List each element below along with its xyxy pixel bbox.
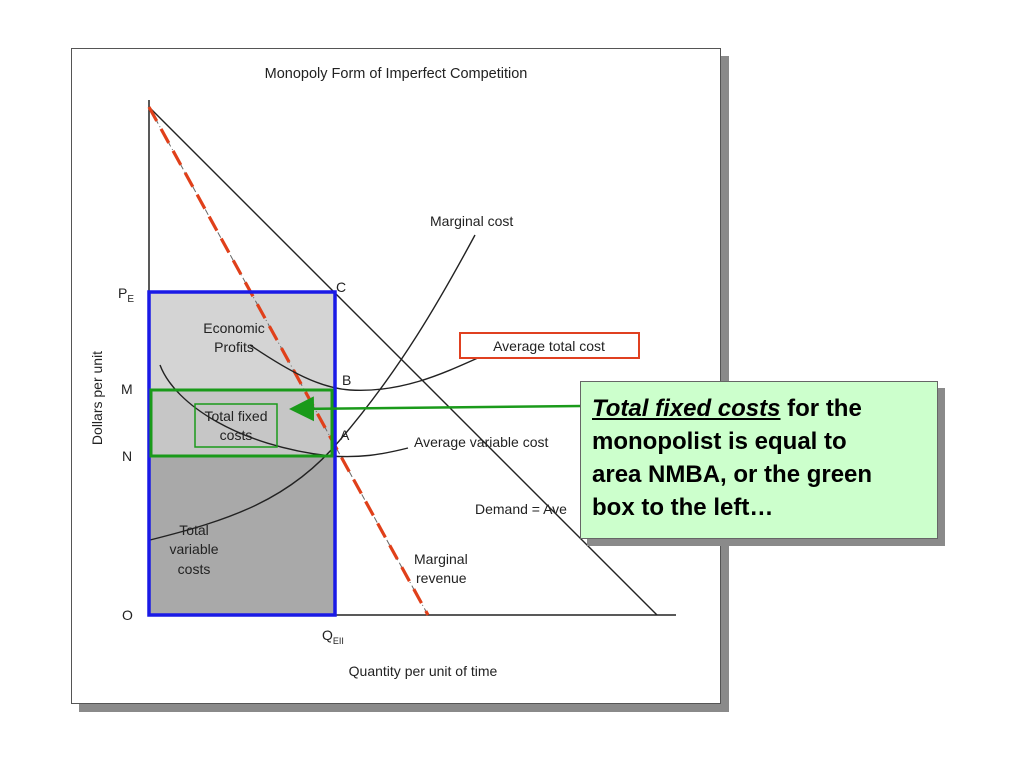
average-total-cost-label-box xyxy=(459,332,640,359)
economic-profits-area xyxy=(149,292,335,390)
figure-title: Monopoly Form of Imperfect Competition xyxy=(265,66,528,82)
average-total-cost-curve xyxy=(249,344,481,392)
average-variable-cost-label: Average variable cost xyxy=(414,434,548,450)
marginal-revenue-curve xyxy=(147,106,430,616)
marginal-cost-label: Marginal cost xyxy=(430,213,513,229)
point-b: B xyxy=(342,372,351,388)
callout-line-2: monopolist is equal to xyxy=(592,428,847,455)
total-variable-costs-label-2: variable xyxy=(169,541,218,557)
x-axis-label: Quantity per unit of time xyxy=(349,663,498,679)
x-tick-qe: QEII xyxy=(322,627,344,646)
demand-curve xyxy=(148,106,658,616)
total-fixed-costs-box xyxy=(149,388,334,458)
economic-profits-label-2: Profits xyxy=(214,339,254,355)
callout-arrow xyxy=(289,396,583,422)
point-c: C xyxy=(336,279,346,295)
total-fixed-costs-label-2: costs xyxy=(220,427,253,443)
y-tick-n: N xyxy=(122,448,132,464)
total-variable-costs-label-3: costs xyxy=(178,561,211,577)
total-variable-costs-area xyxy=(149,456,335,615)
economic-profits-label-1: Economic xyxy=(203,320,264,336)
y-axis-label: Dollars per unit xyxy=(89,351,105,445)
total-fixed-costs-label-1: Total fixed xyxy=(204,408,267,424)
point-a: A xyxy=(340,427,350,443)
callout-line-1-rest: for the xyxy=(780,395,862,422)
y-tick-o: O xyxy=(122,607,133,623)
y-tick-m: M xyxy=(121,381,133,397)
marginal-revenue-label-2: revenue xyxy=(416,570,467,586)
callout-emphasis: Total fixed costs xyxy=(592,395,781,422)
y-tick-pe: PE xyxy=(118,285,134,305)
marginal-revenue-label-1: Marginal xyxy=(414,551,468,567)
total-variable-costs-label-1: Total xyxy=(179,522,209,538)
demand-label: Demand = Ave xyxy=(475,501,567,517)
marginal-cost-curve xyxy=(149,234,476,541)
total-revenue-outline xyxy=(147,290,337,617)
explanation-callout: Total fixed costs for the monopolist is … xyxy=(580,381,938,539)
callout-line-4: box to the left… xyxy=(592,494,774,521)
callout-line-1: Total fixed costs for the xyxy=(592,392,927,425)
callout-line-3: area NMBA, or the green xyxy=(592,461,873,488)
total-fixed-costs-label-box xyxy=(194,403,278,448)
average-variable-cost-curve xyxy=(159,364,409,458)
average-total-cost-label: Average total cost xyxy=(493,338,605,354)
